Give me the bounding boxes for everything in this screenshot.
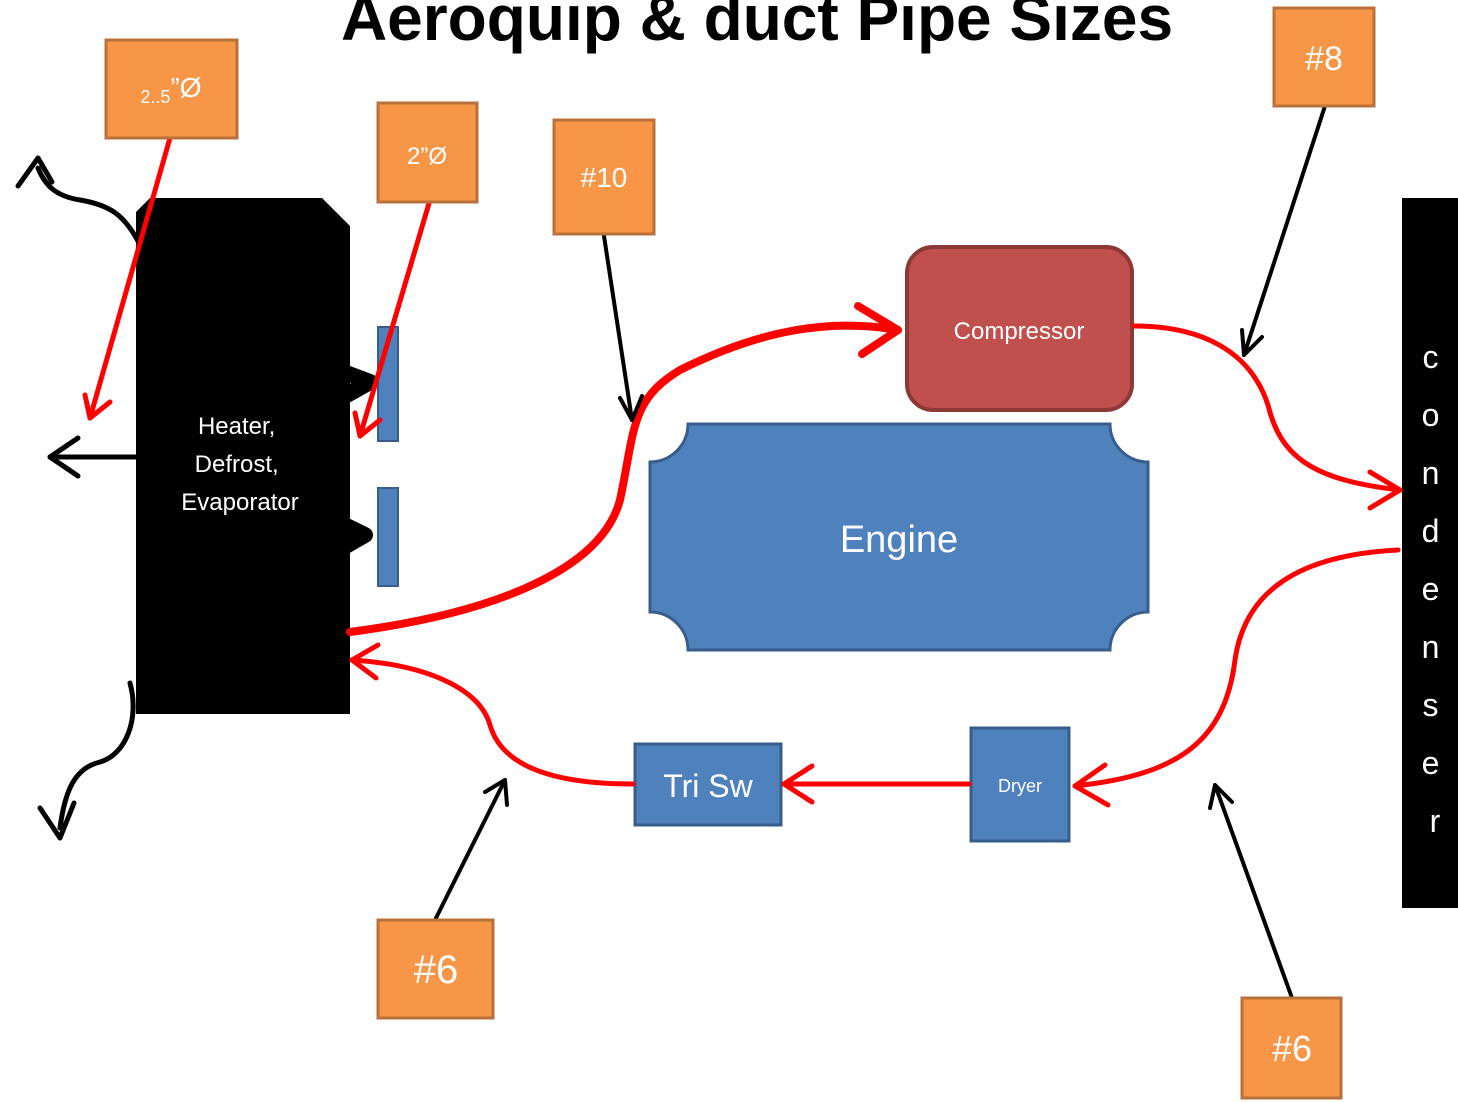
heater-label-line-1: Heater, (198, 413, 275, 440)
air-outlet-top-arrowhead (15, 155, 55, 189)
air-outlet-left-arrowhead (47, 435, 81, 479)
tag-liquid-right: #6 (1240, 996, 1343, 1100)
tag-liquid-left-label: #6 (414, 948, 459, 992)
leader-duct-large (87, 135, 173, 421)
condenser-unit (1402, 198, 1458, 908)
leader-duct-small-arrowhead (352, 410, 383, 439)
engine-label: Engine (840, 519, 958, 561)
suction-line-arrowhead (854, 302, 902, 358)
tag-duct-large-value: 2..5 (140, 87, 170, 107)
tag-liquid-left: #6 (376, 918, 495, 1020)
condenser-label: c o n d e n s e r (1422, 339, 1449, 839)
tri-switch-label: Tri Sw (663, 768, 753, 804)
duct-leader-lines (82, 135, 433, 439)
heater-defrost-evaporator-unit (136, 198, 350, 714)
tag-duct-small-label: 2”Ø (407, 143, 447, 170)
leader-duct-large-arrowhead (82, 392, 113, 421)
tag-duct-large-box (104, 38, 239, 140)
air-outlet-arrows (15, 155, 143, 841)
leader-discharge (1242, 104, 1327, 357)
air-outlet-top-line (35, 165, 143, 248)
condenser-letter: e (1422, 571, 1440, 607)
leader-liquid-right (1213, 783, 1294, 1000)
duct-chevron-lower (310, 504, 373, 570)
refrigerant-lines (346, 302, 1403, 808)
duct-outlet-lower (377, 487, 399, 587)
tag-discharge-box (1272, 6, 1376, 108)
condenser-letter: c (1423, 339, 1439, 375)
liquid-line-dryer-arrowhead (781, 763, 815, 805)
air-outlet-bottom-line (57, 680, 136, 831)
discharge-line-arrowhead (1367, 469, 1403, 511)
tag-duct-large: 2..5”Ø (104, 38, 239, 140)
leader-discharge-arrowhead (1240, 328, 1264, 357)
duct-outlet-chevrons (310, 356, 378, 570)
tag-discharge-label: #8 (1305, 40, 1343, 78)
leader-liquid-right-arrowhead (1208, 783, 1234, 810)
discharge-line (1131, 323, 1403, 493)
liquid-line-condenser-arrowhead (1072, 762, 1111, 808)
duct-chevron-upper (312, 356, 378, 418)
page-title: Aeroquip & duct Pipe Sizes (341, 0, 1173, 54)
tag-suction-box (552, 118, 656, 236)
compressor-label: Compressor (954, 318, 1085, 345)
leader-liquid-left (434, 778, 507, 920)
tag-duct-large-mark: ”Ø (170, 72, 201, 103)
dryer-unit (969, 726, 1071, 843)
tag-suction-label: #10 (581, 162, 628, 193)
leader-duct-small (357, 197, 433, 439)
liquid-line-heater-arrowhead (349, 642, 381, 681)
air-outlet-bottom-arrowhead (37, 800, 77, 841)
tag-leader-lines (434, 104, 1327, 1000)
heater-label-line-2: Defrost, (195, 451, 279, 478)
tag-duct-small: 2”Ø (376, 101, 479, 204)
tag-liquid-left-box (376, 918, 495, 1020)
engine-block (648, 422, 1150, 652)
condenser-letter: n (1422, 629, 1440, 665)
liquid-line-triswitch-to-heater (349, 657, 636, 787)
condenser-letter: d (1422, 513, 1440, 549)
leader-suction (602, 234, 634, 422)
tag-liquid-right-box (1240, 996, 1343, 1100)
compressor-unit (905, 245, 1134, 412)
tag-duct-small-box (376, 101, 479, 204)
leader-suction-arrowhead (618, 394, 644, 422)
suction-line (346, 321, 902, 636)
heater-label: Heater, Defrost, Evaporator (181, 413, 298, 516)
condenser-letter: r (1430, 803, 1441, 839)
tag-discharge: #8 (1272, 6, 1376, 108)
tag-suction: #10 (552, 118, 656, 236)
liquid-line-condenser-to-dryer (1072, 547, 1401, 789)
condenser-letter: o (1422, 397, 1440, 433)
condenser-letter: s (1423, 687, 1439, 723)
tag-liquid-right-label: #6 (1272, 1028, 1312, 1069)
condenser-letter: e (1422, 745, 1440, 781)
size-tags: 2..5”Ø 2”Ø #10 #8 #6 #6 (104, 6, 1376, 1100)
dryer-label: Dryer (998, 776, 1042, 796)
heater-label-line-3: Evaporator (181, 489, 298, 516)
leader-liquid-left-arrowhead (483, 778, 509, 807)
tag-duct-large-label: 2..5”Ø (140, 72, 201, 107)
condenser-letter: n (1422, 455, 1440, 491)
